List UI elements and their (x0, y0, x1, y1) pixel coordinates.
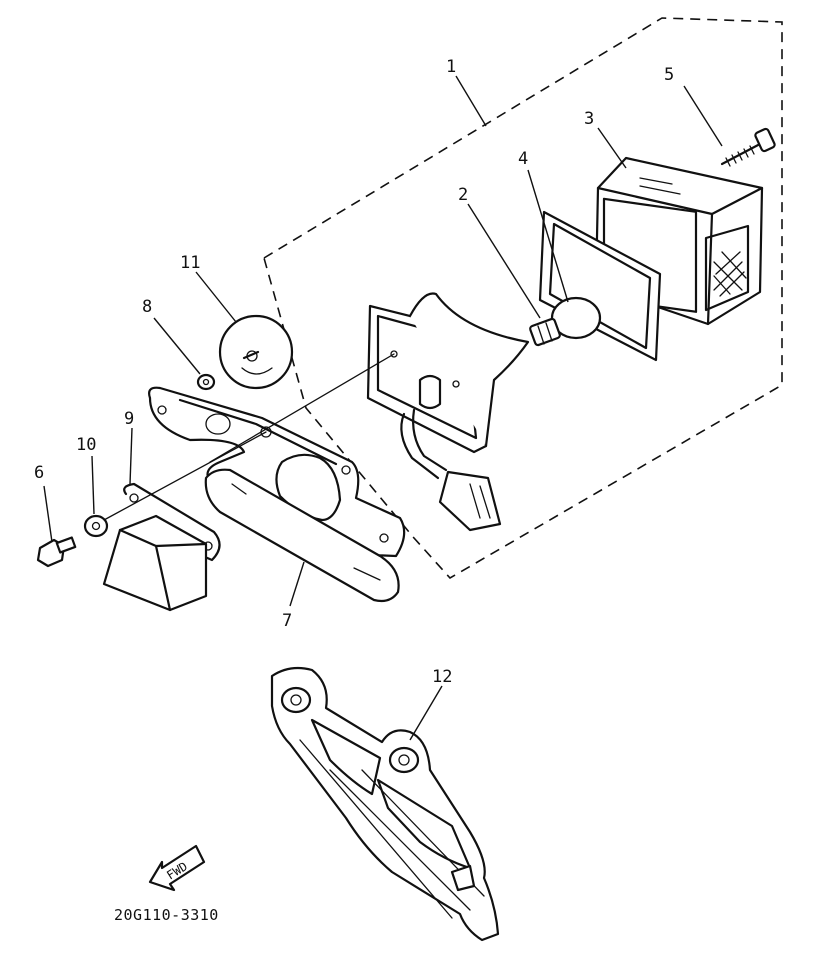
callout-2: 2 (458, 185, 468, 205)
part-nut (83, 514, 109, 538)
callout-10: 10 (76, 435, 96, 455)
callout-1: 1 (446, 57, 456, 77)
alignment-line (103, 431, 267, 521)
callout-3: 3 (584, 109, 594, 129)
callout-7: 7 (282, 611, 292, 631)
fwd-arrow: FWD (148, 844, 206, 892)
part-bulb (529, 296, 602, 347)
callout-8: 8 (142, 297, 152, 317)
callout-12: 12 (432, 667, 452, 687)
part-cap (218, 314, 294, 390)
callout-5: 5 (664, 65, 674, 85)
part-gasket (538, 210, 662, 362)
part-lamp-base (366, 292, 530, 532)
callout-11: 11 (180, 253, 200, 273)
assembly-boundary (263, 17, 783, 580)
leader-lines (43, 75, 723, 741)
callout-6: 6 (34, 463, 44, 483)
part-bracket (148, 386, 406, 603)
callout-4: 4 (518, 149, 528, 169)
part-bolt (36, 536, 77, 568)
part-fender-bracket (270, 666, 500, 942)
callout-labels: 1 2 3 4 5 6 7 8 9 10 11 12 (34, 57, 674, 687)
part-screw-long (720, 127, 776, 167)
drawing-code: 20G110-3310 (114, 906, 219, 924)
alignment-line (209, 353, 395, 463)
callout-9: 9 (124, 409, 134, 429)
part-license-light (102, 482, 221, 612)
part-washer-small (196, 373, 216, 391)
